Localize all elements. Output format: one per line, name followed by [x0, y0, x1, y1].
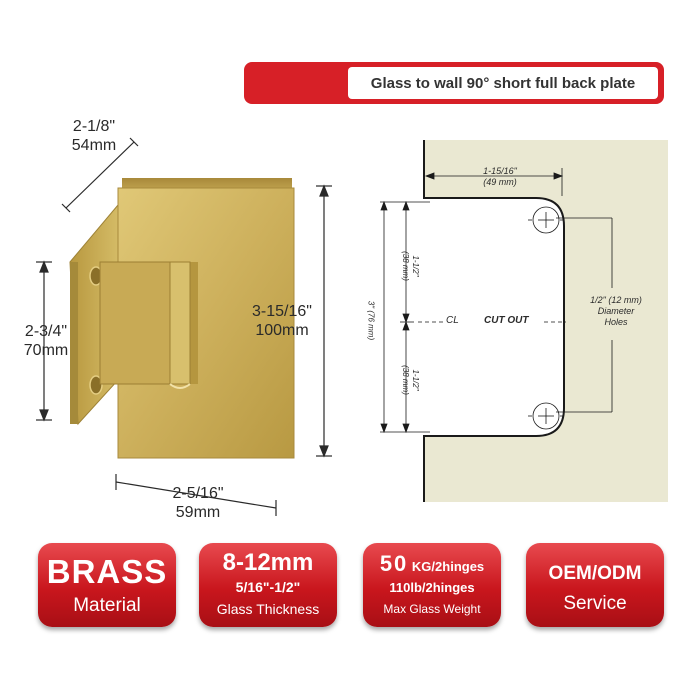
drawing-top-width: 1-15/16" (49 mm) [460, 166, 540, 188]
weight-lb-unit: lb/2hinges [410, 580, 475, 595]
holes-word: Holes [604, 317, 628, 327]
cutout-outline [423, 140, 565, 502]
cutout-label: CUT OUT [484, 315, 529, 326]
wall-area [424, 140, 668, 502]
badge-service: OEM/ODM Service [526, 543, 664, 627]
title-banner: Glass to wall 90° short full back plate [244, 62, 664, 104]
dim-right-inches: 3-15/16" [252, 303, 312, 320]
top-width-in: 1-15/16" [483, 166, 517, 176]
weight-caption: Max Glass Weight [383, 602, 481, 616]
dim-right-label: 3-15/16" 100mm [244, 302, 320, 340]
holes-size: 1/2" (12 mm) [590, 295, 642, 305]
dim-left-label: 2-3/4" 70mm [14, 322, 78, 360]
centerline-symbol: CL [446, 315, 459, 326]
badge-material: BRASS Material [38, 543, 176, 627]
dim-top-mm: 54mm [71, 137, 117, 154]
lower-half-mm: (38 mm) [401, 365, 410, 395]
dim-top-label: 2-1/8" 54mm [58, 117, 130, 155]
material-caption: Material [73, 595, 141, 616]
thickness-in: 5/16"-1/2" [235, 579, 301, 595]
total-height-label: 3" (76 mm) [366, 300, 376, 341]
thickness-caption: Glass Thickness [216, 601, 320, 617]
badge-glass-thickness: 8-12mm 5/16"-1/2" Glass Thickness [199, 543, 337, 627]
dim-top-inches: 2-1/8" [72, 118, 116, 135]
dim-left-inches: 2-3/4" [24, 323, 68, 340]
cutout-drawing: 1-15/16" (49 mm) 3" (76 mm) 1-1/2" (38 m… [334, 140, 668, 502]
weight-lb: 110lb/2hinges [363, 580, 501, 595]
thickness-mm: 8-12mm [222, 549, 314, 576]
weight-kg-num: 50 [379, 551, 409, 576]
material-value: BRASS [46, 553, 168, 590]
hinge-illustration [36, 137, 332, 516]
weight-lb-num: 110 [389, 580, 411, 595]
weight-kg: 50 KG/2hinges [363, 551, 501, 577]
dim-bottom-label: 2-5/16" 59mm [158, 484, 238, 522]
service-value: OEM/ODM [548, 563, 642, 584]
wall-plate-edge [70, 262, 78, 424]
mount-hole-icon [528, 206, 564, 234]
hinge-leaf [99, 261, 171, 385]
holes-label: 1/2" (12 mm) Diameter Holes [570, 295, 662, 328]
lower-half-in: 1-1/2" [411, 369, 420, 391]
dim-right-mm: 100mm [255, 322, 309, 339]
mount-hole-icon [528, 402, 564, 430]
upper-half-mm: (38 mm) [401, 251, 410, 281]
dim-bottom-mm: 59mm [175, 504, 221, 521]
upper-half-in: 1-1/2" [411, 255, 420, 277]
holes-diameter: Diameter [597, 306, 635, 316]
upper-half-label: 1-1/2" (38 mm) [400, 226, 420, 306]
badge-max-weight: 50 KG/2hinges 110lb/2hinges Max Glass We… [363, 543, 501, 627]
screw-hole-icon [89, 375, 103, 395]
dim-bottom-inches: 2-5/16" [172, 485, 224, 502]
dim-left-mm: 70mm [23, 342, 69, 359]
lower-half-label: 1-1/2" (38 mm) [400, 340, 420, 420]
hinge-knuckle [167, 261, 191, 385]
service-caption: Service [563, 593, 627, 614]
title-text: Glass to wall 90° short full back plate [348, 67, 658, 99]
weight-kg-unit: KG/2hinges [411, 559, 485, 574]
top-width-mm: (49 mm) [483, 177, 517, 187]
